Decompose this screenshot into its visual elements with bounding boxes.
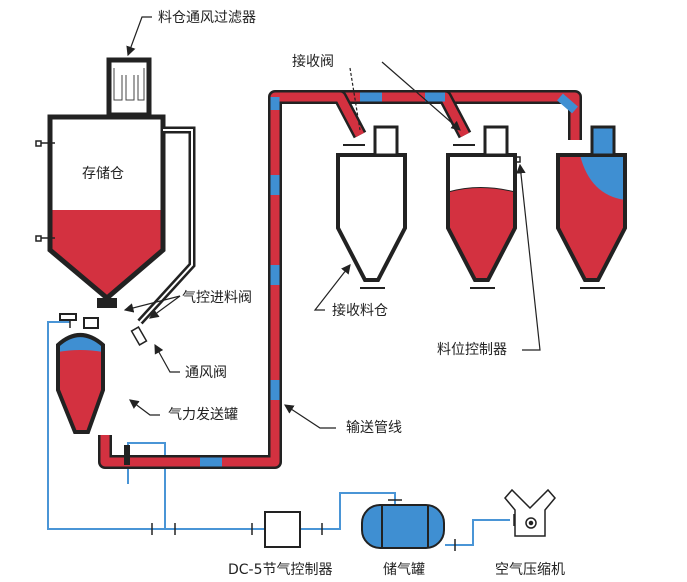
air-compressor <box>504 488 556 537</box>
label-transmitter: 气力发送罐 <box>168 407 238 423</box>
label-receive-bin: 接收料仓 <box>332 302 388 319</box>
label-vent-valve: 通风阀 <box>185 365 227 381</box>
label-storage-bin: 存储仓 <box>82 166 124 182</box>
label-feed-valve: 气控进料阀 <box>182 290 252 306</box>
label-air-tank: 储气罐 <box>383 562 425 578</box>
dc5-controller <box>264 511 301 548</box>
label-compressor: 空气压缩机 <box>495 562 565 578</box>
label-pipeline: 输送管线 <box>346 420 402 436</box>
receiving-bin-2 <box>446 125 521 289</box>
label-receive-valve: 接收阀 <box>292 53 334 70</box>
transmitter-tank <box>56 313 148 465</box>
receiving-bin-1 <box>336 125 407 289</box>
air-tank <box>361 504 445 549</box>
leader-lines <box>123 16 541 429</box>
storage-bin <box>35 57 196 325</box>
receiving-bin-3 <box>556 125 627 289</box>
label-filter: 料仓通风过滤器 <box>158 10 256 26</box>
conveying-pipeline <box>98 90 582 469</box>
label-level-controller: 料位控制器 <box>437 342 507 358</box>
label-controller: DC-5节气控制器 <box>228 562 333 578</box>
